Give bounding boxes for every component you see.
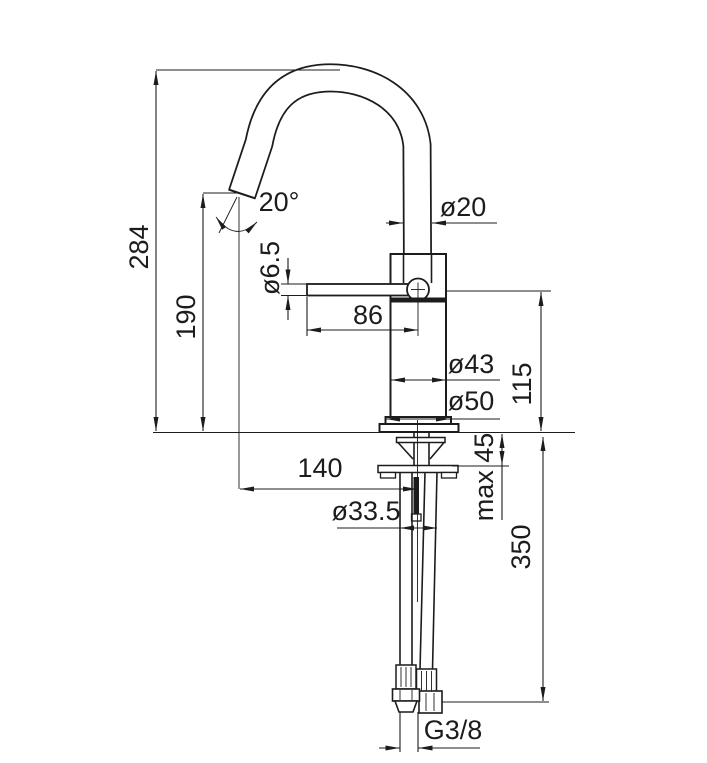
threaded-stud — [413, 477, 419, 514]
supply-hoses — [391, 471, 443, 714]
washer-foot-left — [379, 471, 397, 479]
dim-spout-reach: 140 — [240, 453, 417, 492]
spout-inner — [229, 65, 431, 259]
dim-body-height: 115 — [507, 292, 544, 431]
dim-label-20deg: 20° — [259, 187, 300, 217]
dim-label-max45: max 45 — [469, 433, 499, 522]
dim-spout-angle: 20° — [215, 187, 300, 234]
hose-left-nut-chamfer — [393, 700, 419, 713]
hose-right-edge1 — [419, 471, 426, 671]
dim-spout-tube-diameter: ø20 — [386, 192, 497, 226]
dim-label-190: 190 — [171, 294, 201, 339]
spout-gooseneck — [228, 63, 432, 259]
clamp-top-plate — [395, 436, 446, 444]
hose-left-nut — [391, 688, 421, 702]
base-ring — [384, 416, 452, 425]
dimensions: 284 190 20° ø20 ø6.5 86 — [124, 71, 546, 751]
dim-label-140: 140 — [297, 453, 342, 483]
hose-right-nut — [418, 690, 443, 714]
dim-lever-rod-diameter: ø6.5 — [255, 241, 291, 320]
dim-overall-height: 284 — [124, 71, 159, 431]
reference-lines — [153, 69, 575, 752]
faucet-outline — [228, 63, 460, 714]
dim-label-115: 115 — [507, 362, 537, 405]
washer-foot-right — [440, 471, 458, 479]
dim-label-g38: G3/8 — [424, 715, 483, 745]
dim-lever-length: 86 — [307, 300, 418, 333]
clamp-cone-left — [397, 441, 414, 460]
clamp-cone-right — [429, 441, 445, 460]
dim-spout-height: 190 — [171, 194, 206, 431]
dim-label-86: 86 — [353, 300, 383, 330]
dim-label-284: 284 — [124, 224, 154, 269]
spout-tip-end-face — [228, 188, 256, 200]
dim-arc-20deg — [215, 216, 258, 234]
spout-angle-ref — [218, 196, 238, 234]
hose-right-edge2 — [431, 471, 438, 671]
deck-flange — [378, 423, 460, 433]
lever-rod — [306, 283, 413, 297]
dim-label-o43: ø43 — [448, 349, 495, 379]
dim-label-o20: ø20 — [440, 192, 487, 222]
dim-hose-length: 350 — [506, 437, 546, 701]
dim-label-o50: ø50 — [448, 386, 495, 416]
horseshoe-washer — [377, 464, 459, 474]
mounting-hardware — [377, 432, 459, 522]
dim-label-350: 350 — [506, 524, 536, 569]
dim-label-o335: ø33.5 — [331, 496, 400, 526]
dim-mounting-hole: ø33.5 — [331, 496, 437, 531]
dim-body-diameter: ø43 — [391, 349, 500, 383]
stud-nut — [410, 513, 422, 522]
dim-connection-thread: G3/8 — [379, 715, 483, 751]
dim-max-deck-thickness: max 45 — [469, 433, 505, 522]
dim-label-o65: ø6.5 — [255, 241, 285, 295]
dim-base-diameter: ø50 — [386, 386, 500, 422]
